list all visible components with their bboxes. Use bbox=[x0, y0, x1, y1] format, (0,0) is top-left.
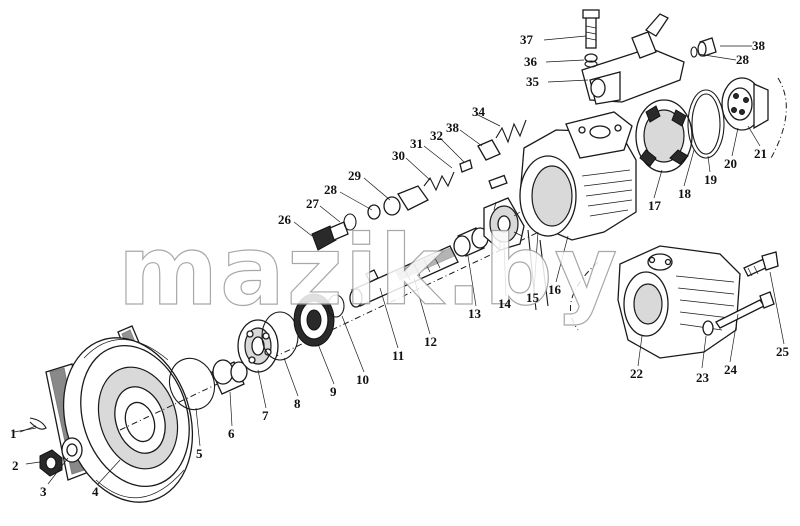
bushing bbox=[211, 359, 248, 395]
leader-lines bbox=[19, 35, 785, 485]
hose-fitting bbox=[743, 251, 779, 277]
callout-21: 21 bbox=[754, 146, 767, 161]
callout-34: 34 bbox=[472, 104, 486, 119]
callout-1: 1 bbox=[10, 426, 17, 441]
callout-13: 13 bbox=[468, 306, 482, 321]
watermark: mazik.by bbox=[118, 215, 619, 327]
plug-fitting bbox=[690, 37, 717, 58]
castle-nut bbox=[39, 449, 63, 477]
callout-11: 11 bbox=[392, 348, 404, 363]
seal-ring-inner bbox=[691, 93, 721, 155]
callout-28-valve: 28 bbox=[324, 182, 338, 197]
callout-15: 15 bbox=[526, 290, 540, 305]
callout-23: 23 bbox=[696, 370, 710, 385]
callout-38-plug: 38 bbox=[752, 38, 766, 53]
assembly-arc-top bbox=[769, 77, 787, 161]
end-plate bbox=[721, 77, 769, 131]
callout-17: 17 bbox=[648, 198, 662, 213]
callout-20: 20 bbox=[724, 156, 737, 171]
vane-gear bbox=[483, 174, 525, 251]
callout-36: 36 bbox=[524, 54, 538, 69]
callout-32: 32 bbox=[430, 128, 443, 143]
bolt-washer bbox=[702, 320, 714, 336]
callout-10: 10 bbox=[356, 372, 369, 387]
cam-ring bbox=[635, 99, 693, 173]
outlet-cover bbox=[581, 9, 685, 105]
callout-3: 3 bbox=[40, 484, 47, 499]
callout-5: 5 bbox=[196, 446, 203, 461]
housing-bolt bbox=[715, 291, 775, 329]
cotter-pin bbox=[13, 417, 47, 433]
pump-housing bbox=[519, 111, 637, 311]
o-ring-seal bbox=[168, 357, 216, 411]
callout-38-valve: 38 bbox=[446, 120, 460, 135]
callout-18: 18 bbox=[678, 186, 692, 201]
ball-bearing-rear bbox=[293, 293, 335, 347]
callout-27: 27 bbox=[306, 196, 320, 211]
callout-9: 9 bbox=[330, 384, 337, 399]
callout-16: 16 bbox=[548, 282, 562, 297]
thrust-washer bbox=[61, 437, 83, 463]
callout-2: 2 bbox=[12, 458, 19, 473]
callout-labels: 1 2 3 4 5 6 7 8 9 10 11 12 13 14 15 16 1… bbox=[10, 32, 790, 499]
drive-shaft bbox=[349, 245, 459, 308]
callout-22: 22 bbox=[630, 366, 643, 381]
callout-12: 12 bbox=[424, 334, 437, 349]
callout-37: 37 bbox=[520, 32, 534, 47]
callout-6: 6 bbox=[228, 426, 235, 441]
callout-35: 35 bbox=[526, 74, 540, 89]
callout-14: 14 bbox=[498, 296, 512, 311]
shaft-ring bbox=[327, 294, 345, 318]
pump-rotor bbox=[453, 227, 489, 257]
callout-29: 29 bbox=[348, 168, 362, 183]
relief-valve-assembly bbox=[311, 119, 527, 251]
callout-7: 7 bbox=[262, 408, 269, 423]
callout-28-plug: 28 bbox=[736, 52, 750, 67]
callout-31: 31 bbox=[410, 136, 423, 151]
callout-19: 19 bbox=[704, 172, 718, 187]
rear-housing bbox=[617, 245, 741, 359]
callout-24: 24 bbox=[724, 362, 738, 377]
drive-pulley bbox=[45, 325, 194, 503]
assembly-arc-bottom bbox=[570, 261, 599, 331]
callout-4: 4 bbox=[92, 484, 99, 499]
callout-30: 30 bbox=[392, 148, 405, 163]
seal-ring-outer bbox=[687, 89, 725, 159]
shaft-axis bbox=[119, 221, 561, 431]
ball-bearing-front bbox=[237, 319, 279, 373]
callout-8: 8 bbox=[294, 396, 301, 411]
callout-26: 26 bbox=[278, 212, 292, 227]
callout-25: 25 bbox=[776, 344, 790, 359]
